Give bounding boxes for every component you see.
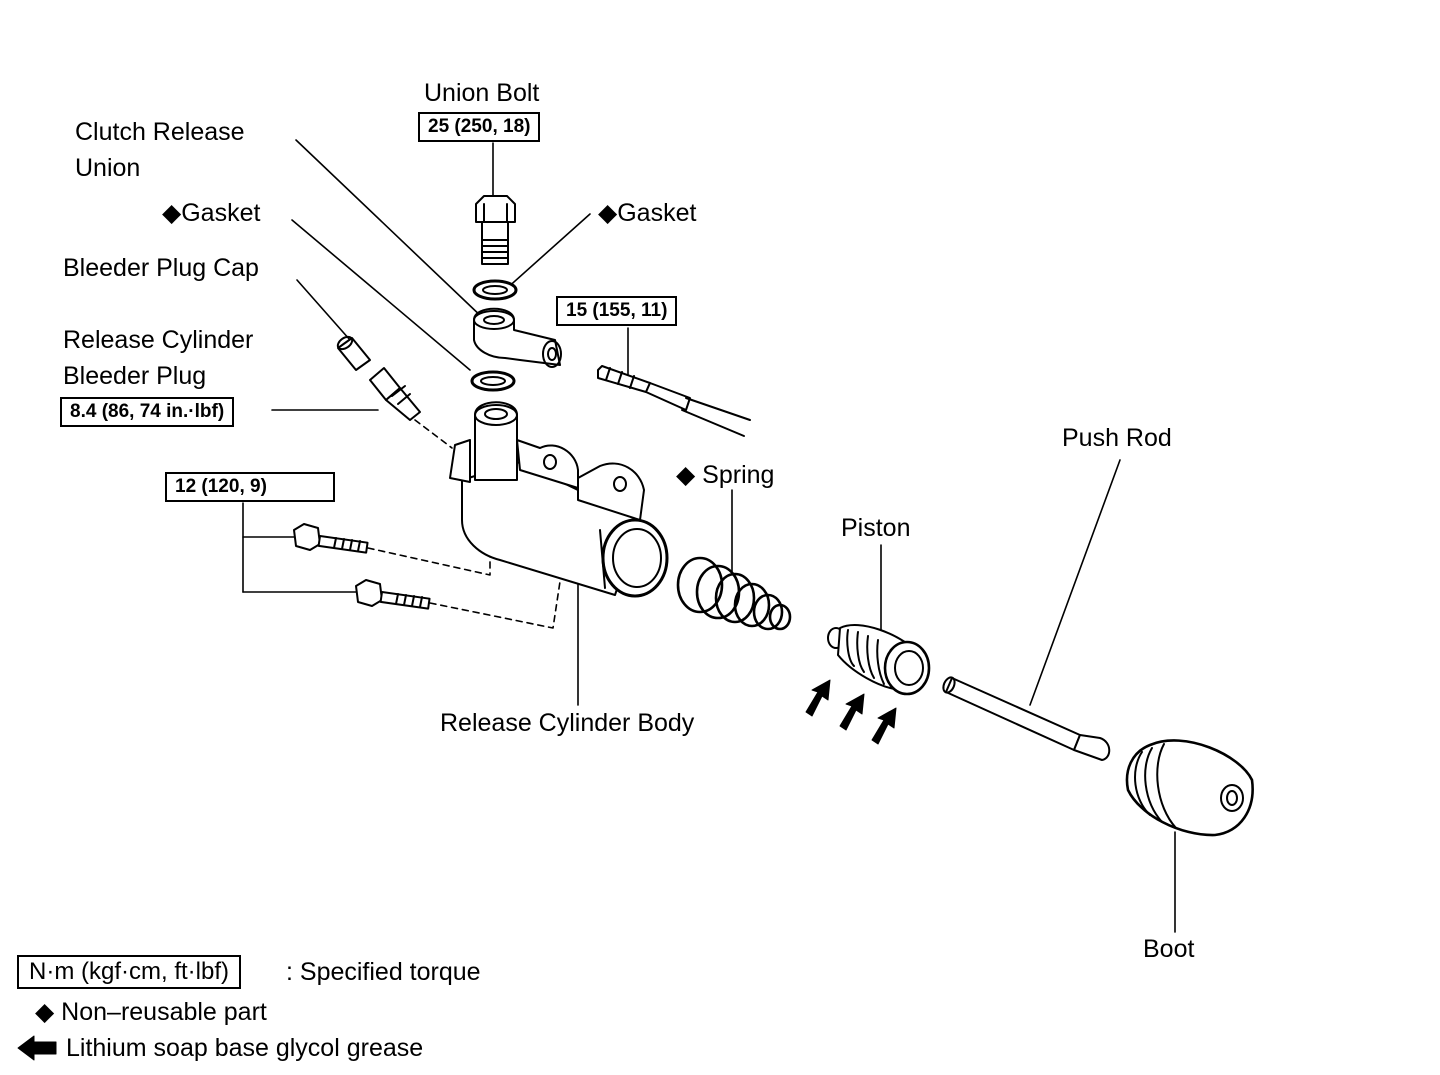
legend-torque-unit-box: N·m (kgf·cm, ft·lbf) [17, 955, 241, 989]
line-fitting-torque-box: 15 (155, 11) [556, 296, 678, 326]
spring-part [676, 556, 792, 631]
clutch-release-union-label-line1: Clutch Release [75, 118, 245, 146]
push-rod-part [942, 676, 1111, 761]
legend-arrow-icon [17, 1035, 57, 1061]
piston-label: Piston [841, 514, 911, 542]
legend-torque-description: : Specified torque [286, 958, 481, 986]
boot-part [1125, 739, 1254, 837]
legend-grease: Lithium soap base glycol grease [66, 1034, 424, 1062]
release-cylinder-body-label: Release Cylinder Body [440, 709, 695, 737]
mount-bolt-parts [293, 523, 431, 610]
bleeder-plug-label-line2: Bleeder Plug [63, 362, 207, 390]
release-cylinder-body-part [449, 401, 669, 598]
boot-label: Boot [1143, 935, 1195, 963]
bleeder-plug-cap-part [336, 335, 371, 371]
clutch-release-union-part [473, 307, 562, 368]
gasket-right-label: ◆Gasket [598, 199, 697, 227]
bleeder-plug-cap-label: Bleeder Plug Cap [63, 254, 259, 282]
bleeder-plug-part [369, 367, 421, 421]
gasket-parts [470, 279, 518, 392]
bleeder-plug-label-line1: Release Cylinder [63, 326, 254, 354]
bleeder-plug-torque-box: 8.4 (86, 74 in.·lbf) [60, 397, 235, 427]
union-bolt-torque-box: 25 (250, 18) [418, 112, 541, 142]
mount-bolts-torque-box: 12 (120, 9) [165, 472, 335, 502]
line-fitting-part [597, 365, 751, 437]
gasket-left-label: ◆Gasket [162, 199, 261, 227]
union-bolt-part [475, 195, 516, 265]
piston-part [827, 624, 931, 696]
legend-non-reusable: ◆ Non–reusable part [35, 998, 267, 1026]
spring-label: ◆ Spring [676, 461, 775, 489]
grease-arrow-icons [805, 679, 897, 745]
leader-lines [242, 139, 1176, 933]
clutch-release-union-label-line2: Union [75, 154, 141, 182]
union-bolt-label: Union Bolt [424, 79, 540, 107]
push-rod-label: Push Rod [1062, 424, 1172, 452]
